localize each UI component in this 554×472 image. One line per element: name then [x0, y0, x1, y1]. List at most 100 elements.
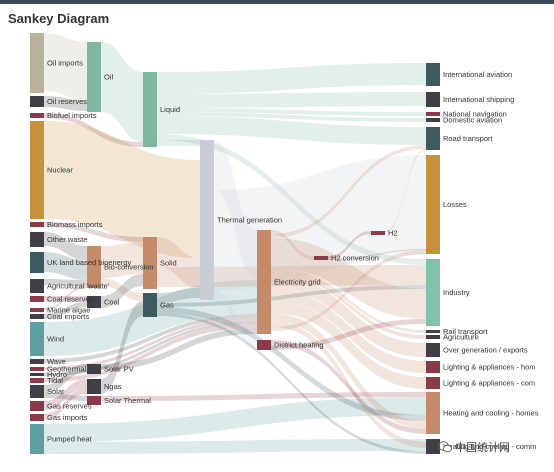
link-gas-to-industry[interactable]	[157, 285, 426, 307]
link-gas-imports-to-ngas[interactable]	[44, 388, 87, 420]
link-wave-to-electricity-grid[interactable]	[44, 314, 257, 363]
link-h2-conversion-to-losses[interactable]	[328, 249, 426, 260]
link-liquid-to-international-shipping[interactable]	[157, 92, 426, 108]
link-liquid-to-international-aviation[interactable]	[157, 63, 426, 94]
node-solar-thermal[interactable]	[87, 396, 101, 405]
node-lighting-appliances-homes[interactable]	[426, 361, 440, 373]
link-electricity-grid-to-over-generation-exports[interactable]	[271, 275, 426, 357]
link-solar-thermal-to-heating-cooling-homes[interactable]	[101, 392, 426, 401]
link-geothermal-to-electricity-grid[interactable]	[44, 318, 257, 370]
link-district-heating-to-heating-cooling-homes[interactable]	[271, 340, 426, 434]
link-electricity-grid-to-heating-cooling-homes[interactable]	[271, 313, 426, 429]
node-wave[interactable]	[30, 359, 44, 364]
link-biomass-imports-to-solid[interactable]	[44, 222, 143, 242]
link-thermal-generation-to-district-heating[interactable]	[214, 290, 257, 350]
link-electricity-grid-to-road-transport[interactable]	[271, 145, 426, 238]
node-national-navigation[interactable]	[426, 112, 440, 116]
link-liquid-to-domestic-aviation[interactable]	[157, 112, 426, 122]
node-nuclear[interactable]	[30, 121, 44, 219]
link-electricity-grid-to-rail-transport[interactable]	[271, 268, 426, 333]
link-liquid-to-national-navigation[interactable]	[157, 108, 426, 116]
node-coal-imports[interactable]	[30, 314, 44, 319]
link-biofuel-imports-to-liquid[interactable]	[44, 113, 143, 147]
node-oil-imports[interactable]	[30, 33, 44, 93]
node-solar[interactable]	[30, 385, 44, 398]
link-oil-to-liquid[interactable]	[101, 42, 143, 142]
link-gas-to-heating-cooling-commercial[interactable]	[157, 313, 426, 454]
link-coal-reserves-to-coal[interactable]	[44, 296, 87, 302]
link-pumped-heat-to-heating-cooling-homes[interactable]	[44, 397, 426, 442]
node-other-waste[interactable]	[30, 232, 44, 247]
link-solar-to-solar-pv[interactable]	[44, 364, 87, 393]
node-over-generation-exports[interactable]	[426, 343, 440, 357]
link-bio-conversion-to-gas[interactable]	[101, 278, 143, 301]
link-electricity-grid-to-agriculture[interactable]	[271, 271, 426, 339]
link-pumped-heat-to-heating-cooling-commercial[interactable]	[44, 439, 426, 454]
node-electricity-grid[interactable]	[257, 230, 271, 334]
link-coal-to-solid[interactable]	[101, 274, 143, 308]
link-electricity-grid-to-heating-cooling-commercial[interactable]	[271, 321, 426, 448]
link-tidal-to-electricity-grid[interactable]	[44, 324, 257, 382]
link-hydro-to-electricity-grid[interactable]	[44, 321, 257, 376]
node-geothermal[interactable]	[30, 367, 44, 371]
link-electricity-grid-to-lighting-appliances-homes[interactable]	[271, 289, 426, 373]
node-solid[interactable]	[143, 237, 157, 289]
link-solar-pv-to-electricity-grid[interactable]	[101, 328, 257, 370]
link-solid-to-industry[interactable]	[157, 265, 426, 287]
link-h2-conversion-to-h2[interactable]	[328, 231, 371, 259]
link-bio-conversion-to-solid[interactable]	[101, 242, 143, 278]
link-oil-reserves-to-oil[interactable]	[44, 96, 87, 111]
node-wind[interactable]	[30, 322, 44, 356]
node-bio-conversion[interactable]	[87, 246, 101, 288]
node-hydro[interactable]	[30, 373, 44, 376]
node-rail-transport[interactable]	[426, 330, 440, 333]
link-gas-to-heating-cooling-homes[interactable]	[157, 307, 426, 421]
node-coal[interactable]	[87, 296, 101, 308]
link-nuclear-to-thermal-generation[interactable]	[44, 121, 200, 258]
link-coal-imports-to-coal[interactable]	[44, 302, 87, 319]
node-tidal[interactable]	[30, 378, 44, 383]
node-gas[interactable]	[143, 293, 157, 317]
node-marine-algae[interactable]	[30, 308, 44, 312]
link-h2-to-road-transport[interactable]	[385, 149, 426, 232]
link-electricity-grid-to-lighting-appliances-commercial[interactable]	[271, 301, 426, 389]
node-solar-pv[interactable]	[87, 364, 101, 374]
link-ngas-to-gas[interactable]	[101, 301, 143, 394]
node-heating-cooling-commercial[interactable]	[426, 439, 440, 454]
node-international-shipping[interactable]	[426, 92, 440, 107]
link-marine-algae-to-bio-conversion[interactable]	[44, 286, 87, 310]
node-h2[interactable]	[371, 231, 385, 235]
node-losses[interactable]	[426, 155, 440, 254]
link-electricity-grid-to-losses[interactable]	[271, 250, 426, 331]
link-solid-to-thermal-generation[interactable]	[157, 237, 200, 288]
link-gas-to-thermal-generation[interactable]	[157, 288, 200, 303]
link-liquid-to-thermal-generation[interactable]	[157, 140, 200, 146]
link-gas-reserves-to-ngas[interactable]	[44, 379, 87, 410]
node-h2-conversion[interactable]	[314, 256, 328, 260]
link-other-waste-to-bio-conversion[interactable]	[44, 232, 87, 260]
link-uk-land-based-bioenergy-to-bio-conversion[interactable]	[44, 252, 87, 280]
node-road-transport[interactable]	[426, 127, 440, 150]
link-liquid-to-road-transport[interactable]	[157, 116, 426, 145]
node-lighting-appliances-commercial[interactable]	[426, 377, 440, 389]
link-oil-imports-to-oil[interactable]	[44, 33, 87, 100]
node-domestic-aviation[interactable]	[426, 118, 440, 122]
node-liquid[interactable]	[143, 72, 157, 147]
node-uk-land-based-bioenergy[interactable]	[30, 252, 44, 273]
node-biofuel-imports[interactable]	[30, 113, 44, 118]
link-solar-to-solar-thermal[interactable]	[44, 393, 87, 401]
node-international-aviation[interactable]	[426, 63, 440, 86]
node-gas-reserves[interactable]	[30, 401, 44, 411]
link-agricultural-waste-to-bio-conversion[interactable]	[44, 279, 87, 286]
node-heating-cooling-homes[interactable]	[426, 392, 440, 434]
link-electricity-grid-to-h2-conversion[interactable]	[271, 230, 314, 260]
node-pumped-heat[interactable]	[30, 424, 44, 454]
node-oil[interactable]	[87, 42, 101, 112]
node-ngas[interactable]	[87, 379, 101, 394]
node-thermal-generation[interactable]	[200, 140, 214, 300]
node-coal-reserves[interactable]	[30, 296, 44, 302]
node-district-heating[interactable]	[257, 340, 271, 350]
node-gas-imports[interactable]	[30, 414, 44, 421]
link-thermal-generation-to-electricity-grid[interactable]	[214, 140, 257, 280]
link-liquid-to-industry[interactable]	[157, 134, 426, 265]
